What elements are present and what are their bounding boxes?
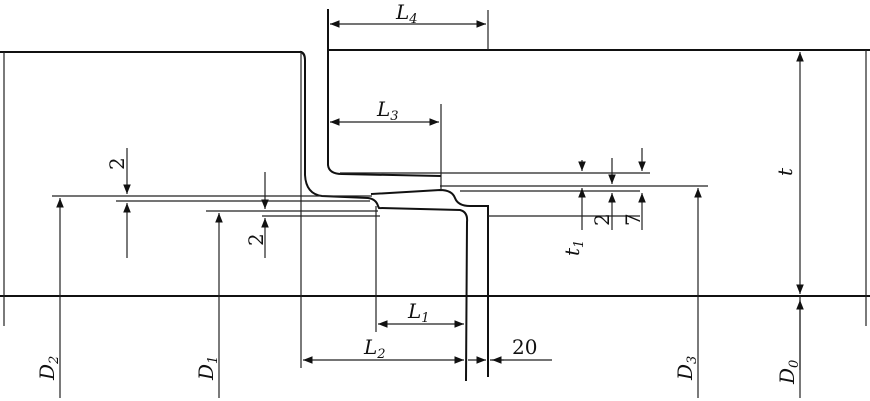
label-l3: L3 xyxy=(376,97,399,124)
dimension-d1: D1 xyxy=(194,213,223,398)
label-right-2: 2 xyxy=(590,213,614,226)
label-l2: L2 xyxy=(363,335,386,362)
label-d0: D0 xyxy=(775,360,802,385)
dimension-20: 20 xyxy=(468,335,552,364)
dimension-l2: L2 xyxy=(303,335,464,364)
dimension-right-2: 2 xyxy=(590,158,616,230)
label-d3: D3 xyxy=(673,356,700,381)
label-d2: D2 xyxy=(35,356,62,381)
right-wall-profile xyxy=(327,9,489,377)
dimension-t: t xyxy=(773,52,804,370)
label-right-7: 7 xyxy=(621,213,645,226)
label-left-2-lower: 2 xyxy=(244,233,268,246)
dimension-l1: L1 xyxy=(375,206,464,332)
reference-lines xyxy=(52,172,708,217)
dimension-d3: D3 xyxy=(673,188,702,398)
part-outline xyxy=(0,49,870,326)
dimension-left-2-lower: 2 xyxy=(244,172,269,258)
dimension-l3: L3 xyxy=(330,97,442,190)
label-left-2-upper: 2 xyxy=(105,157,129,170)
label-t: t xyxy=(773,167,797,176)
dimension-d2: D2 xyxy=(35,198,64,398)
label-20: 20 xyxy=(512,335,537,359)
label-d1: D1 xyxy=(194,356,221,381)
dimension-t1: t1 xyxy=(560,160,587,256)
label-l1: L1 xyxy=(407,299,430,326)
dimension-right-7: 7 xyxy=(621,148,646,230)
dimension-left-2-upper: 2 xyxy=(105,148,131,258)
left-wall-profile xyxy=(299,50,469,382)
label-l4: L4 xyxy=(395,0,418,27)
dimension-l4: L4 xyxy=(330,0,486,28)
dimension-d0: D0 xyxy=(775,300,804,398)
label-t1: t1 xyxy=(560,240,587,256)
